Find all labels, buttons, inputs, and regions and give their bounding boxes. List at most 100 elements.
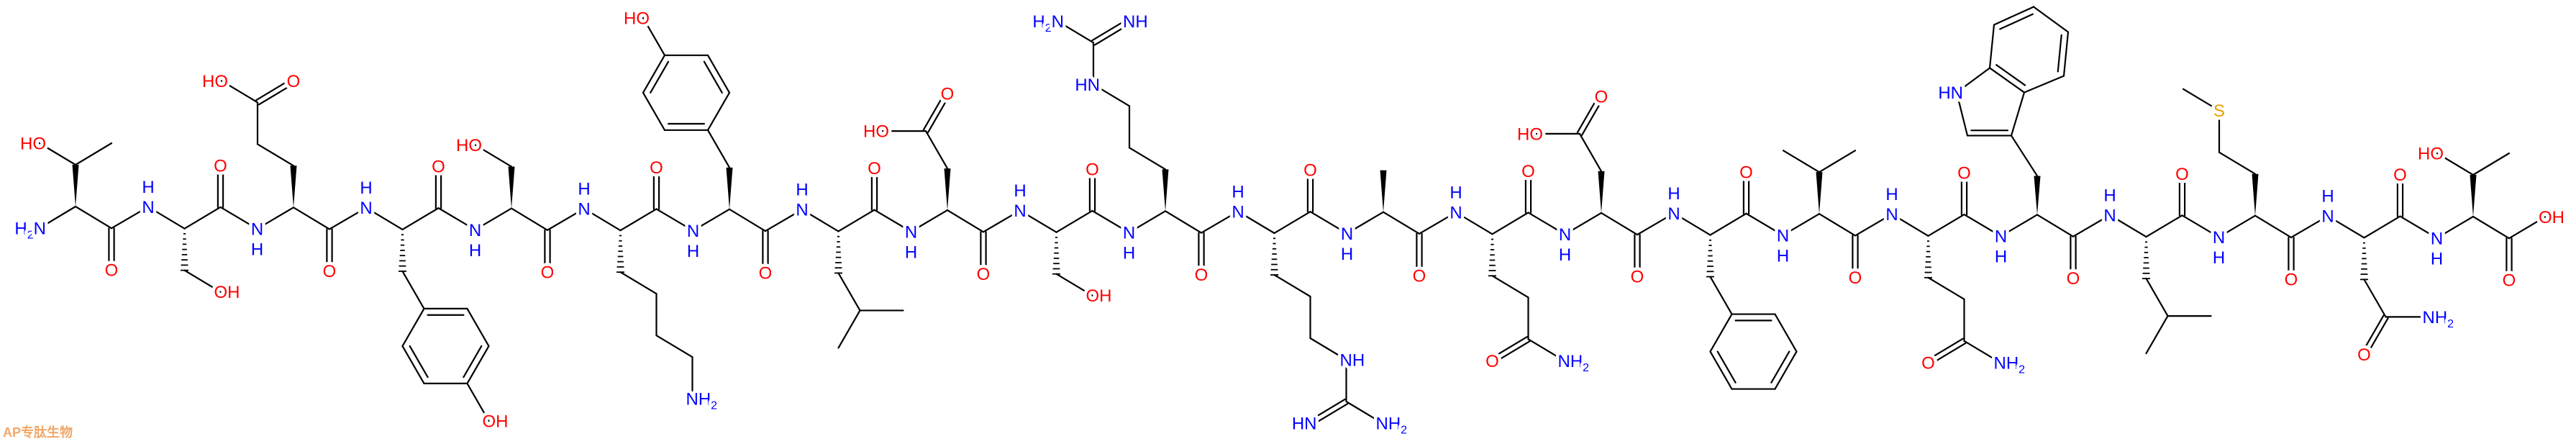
side-chain-bond	[38, 142, 77, 166]
label-subscript: 2	[1401, 425, 1407, 437]
ring-bond	[401, 345, 425, 385]
hydrogen-label: H	[1777, 246, 1789, 266]
oxygen-label: O	[1849, 268, 1862, 288]
oxygen-label: O	[1413, 266, 1426, 286]
double-bond-line	[2365, 317, 2389, 357]
oxygen-label: O	[1739, 163, 1753, 182]
wedge-bond	[2034, 176, 2041, 215]
hydrogen-label: H	[578, 179, 590, 199]
nitrogen-label: N	[1667, 204, 1680, 224]
hydroxyl-label: OH	[483, 412, 509, 431]
side-chain-bond	[256, 143, 295, 167]
backbone-bond	[510, 207, 549, 231]
side-chain-bond	[401, 270, 425, 310]
backbone-bond	[1200, 210, 1239, 234]
backbone-bond	[2218, 214, 2257, 238]
nitrogen-label: N	[1559, 225, 1571, 245]
imine-label: HN	[1938, 83, 1963, 103]
hydrogen-label: H	[1995, 248, 2007, 267]
side-chain-bond	[2032, 6, 2070, 33]
backbone-bond	[256, 207, 295, 230]
double-bond-inner-line	[703, 60, 723, 94]
imine-label: NH	[1340, 351, 1365, 371]
hydrogen-label: H	[1667, 184, 1680, 204]
hydrogen-label: H	[1885, 185, 1898, 204]
backbone-bond	[1491, 212, 1529, 235]
backbone-bond	[764, 209, 804, 232]
double-bond-line	[922, 91, 946, 131]
side-chain-bond	[2023, 75, 2065, 94]
oxygen-label: O	[2357, 345, 2371, 365]
backbone-bond	[910, 209, 949, 232]
double-bond-line	[1093, 22, 1132, 46]
backbone-bond	[292, 207, 331, 230]
hash-bond	[834, 235, 842, 274]
backbone-bond	[2000, 214, 2039, 237]
oxygen-label: O	[1631, 268, 1644, 287]
backbone-bond	[437, 207, 476, 231]
backbone-bond	[2036, 214, 2075, 237]
backbone-bond	[1382, 211, 1421, 235]
side-chain-bond	[2145, 277, 2169, 317]
backbone-bond	[1927, 213, 1965, 237]
backbone-bond	[1709, 212, 1747, 236]
amine-label: NH2	[686, 390, 718, 412]
atom-labels-layer: OH2NNHHOONHOHONHOHOONHOHONHHOONHNH2ONHHO…	[12, 6, 2568, 440]
backbone-bond	[1273, 211, 1311, 235]
oxygen-label: O	[2175, 165, 2189, 184]
label-subscript: 2	[1045, 22, 1052, 35]
double-bond-inner-line	[1999, 13, 2034, 30]
double-bond-line	[927, 94, 951, 133]
hydrogen-label: H	[1341, 245, 1353, 264]
ring-bond	[706, 54, 731, 94]
side-chain-bond	[2145, 314, 2169, 355]
side-chain-bond	[2182, 88, 2221, 112]
wedge-bond	[508, 166, 515, 209]
wedge-bond	[1598, 171, 1605, 213]
backbone-bond	[2326, 215, 2365, 239]
nitrogen-label: N	[2103, 206, 2116, 225]
label-subscript: 2	[711, 400, 717, 412]
backbone-bond	[1346, 211, 1385, 235]
hydrogen-label: H	[1232, 182, 1244, 201]
wedge-bond	[1162, 169, 1169, 212]
backbone-bond	[2108, 214, 2147, 238]
hydrogen-label: H	[360, 178, 372, 198]
side-chain-bond	[924, 130, 949, 170]
nitrogen-label: N	[1995, 227, 2007, 247]
nitrogen-label: N	[360, 199, 372, 218]
amine-label: NH2	[2423, 308, 2454, 330]
amine-label: NH2	[1994, 353, 2026, 376]
label-subscript: 2	[27, 230, 34, 242]
hash-bond	[616, 235, 624, 273]
wedge-bond	[2470, 175, 2477, 217]
hydrogen-label: H	[796, 181, 808, 200]
side-chain-bond	[1709, 276, 1733, 315]
backbone-bond	[692, 208, 731, 232]
backbone-bond	[1782, 213, 1821, 237]
oxygen-label: O	[759, 264, 773, 284]
backbone-bond	[365, 207, 404, 231]
nitrogen-label: N	[2321, 207, 2334, 227]
label-part: N	[34, 219, 46, 239]
backbone-bond	[1818, 213, 1857, 237]
oxygen-label: O	[941, 85, 955, 104]
hash-bond	[2142, 241, 2150, 279]
double-bond-line	[1493, 340, 1531, 364]
ring-bond	[1993, 6, 2035, 26]
backbone-bond	[2290, 215, 2329, 239]
hydrogen-label: H	[1559, 245, 1571, 265]
backbone-bond	[1600, 212, 1639, 236]
double-bond-line	[1490, 336, 1528, 360]
side-chain-bond	[1092, 83, 1131, 107]
side-chain-bond	[466, 382, 490, 422]
label-part: NH	[1994, 353, 2019, 373]
nitrogen-label: N	[251, 220, 263, 240]
oxygen-label: O	[2393, 166, 2407, 185]
side-chain-bond	[401, 307, 425, 348]
side-chain-bond	[2218, 151, 2257, 175]
backbone-bond	[1890, 213, 1929, 237]
oxygen-label: O	[287, 72, 301, 91]
label-subscript: 2	[2447, 318, 2454, 330]
